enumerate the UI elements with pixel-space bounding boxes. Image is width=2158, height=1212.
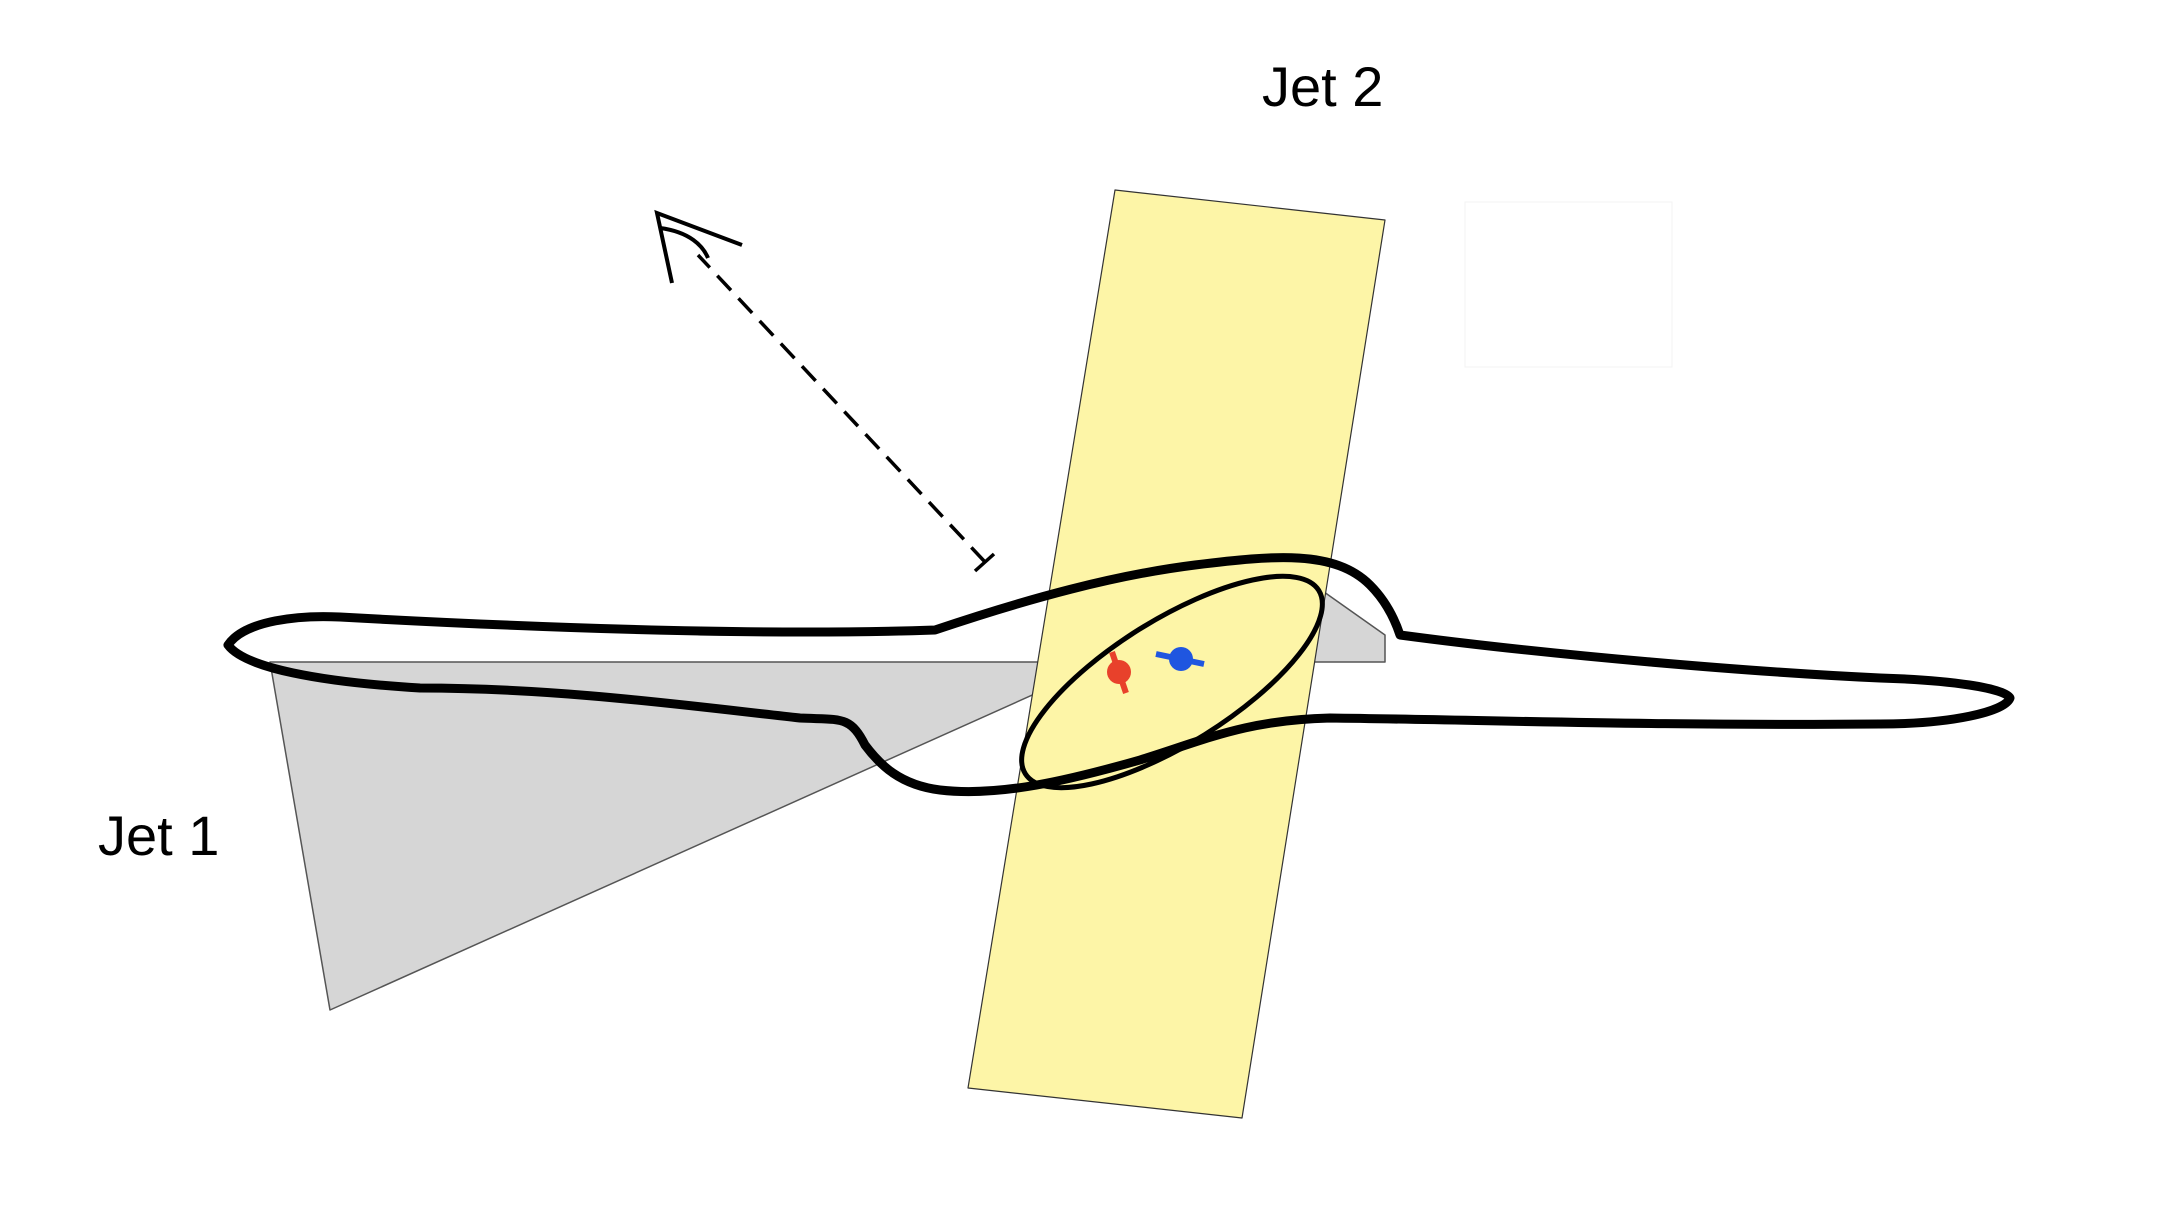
blue-marker [1155, 647, 1205, 671]
red-marker [1107, 651, 1131, 694]
inner-ellipse [1019, 573, 1325, 791]
observer-eye-icon [654, 209, 996, 573]
jet1-label: Jet 1 [98, 804, 220, 867]
empty-box [1464, 201, 1673, 368]
jet2-label: Jet 2 [1262, 55, 1384, 118]
outer-outline [223, 553, 2015, 797]
